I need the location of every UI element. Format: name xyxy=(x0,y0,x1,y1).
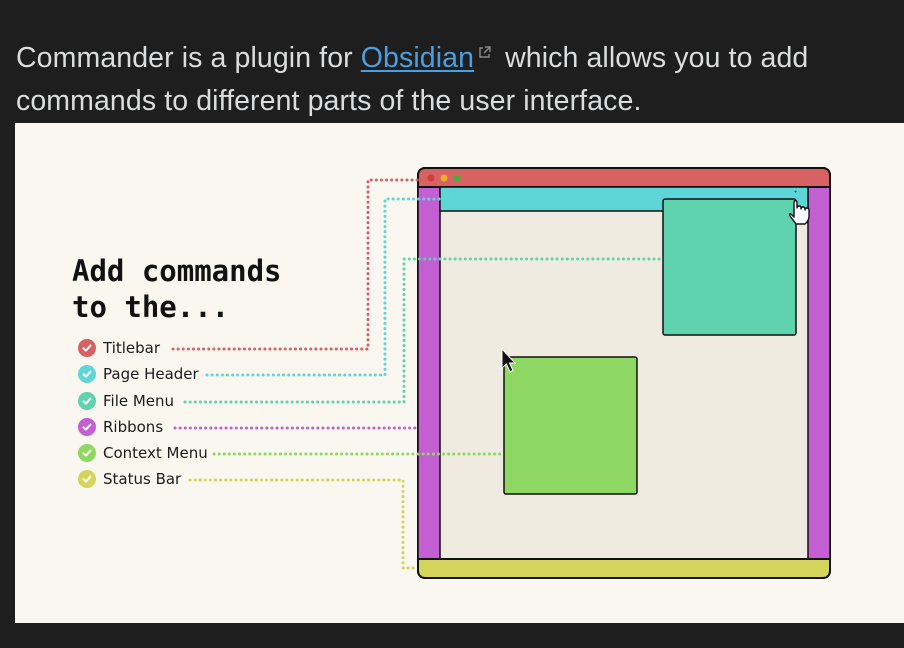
window-dot-red xyxy=(427,174,435,182)
check-icon xyxy=(78,392,96,410)
legend-label-status-bar: Status Bar xyxy=(103,470,182,488)
intro-paragraph: Commander is a plugin for Obsidian which… xyxy=(16,37,896,123)
file-menu xyxy=(662,198,797,336)
hand-pointer-icon xyxy=(788,199,810,225)
legend-label-context-menu: Context Menu xyxy=(103,444,208,462)
check-icon xyxy=(78,444,96,462)
legend-label-titlebar: Titlebar xyxy=(103,339,161,357)
legend-label-file-menu: File Menu xyxy=(103,392,175,410)
headline-line-1: Add commands xyxy=(72,254,282,288)
titlebar xyxy=(417,167,831,188)
check-icon xyxy=(78,339,96,357)
check-icon xyxy=(78,470,96,488)
check-icon xyxy=(78,365,96,383)
titlebar-connector xyxy=(171,178,420,351)
window-dot-green xyxy=(453,174,461,182)
commander-illustration: Add commands to the... Titlebar Page Hea… xyxy=(15,123,904,623)
window-dot-yellow xyxy=(440,174,448,182)
legend-label-page-header: Page Header xyxy=(103,365,199,383)
left-ribbon xyxy=(417,186,441,560)
status-bar-connector xyxy=(188,478,420,570)
context-menu xyxy=(503,356,638,495)
ui-diagram xyxy=(171,167,831,579)
status-bar xyxy=(417,558,831,579)
headline: Add commands to the... xyxy=(72,253,282,325)
mouse-pointer-icon xyxy=(501,347,517,373)
page-header-connector xyxy=(205,197,442,377)
file-menu-connector xyxy=(183,257,665,404)
right-ribbon xyxy=(807,186,831,560)
check-icon xyxy=(78,418,96,436)
intro-text-after: which allows you to add commands to diff… xyxy=(16,41,809,117)
external-link-icon xyxy=(479,45,491,58)
legend-label-ribbons: Ribbons xyxy=(103,418,164,436)
headline-line-2: to the... xyxy=(72,290,230,324)
intro-text-before: Commander is a plugin for xyxy=(16,41,361,74)
obsidian-link[interactable]: Obsidian xyxy=(360,41,475,74)
